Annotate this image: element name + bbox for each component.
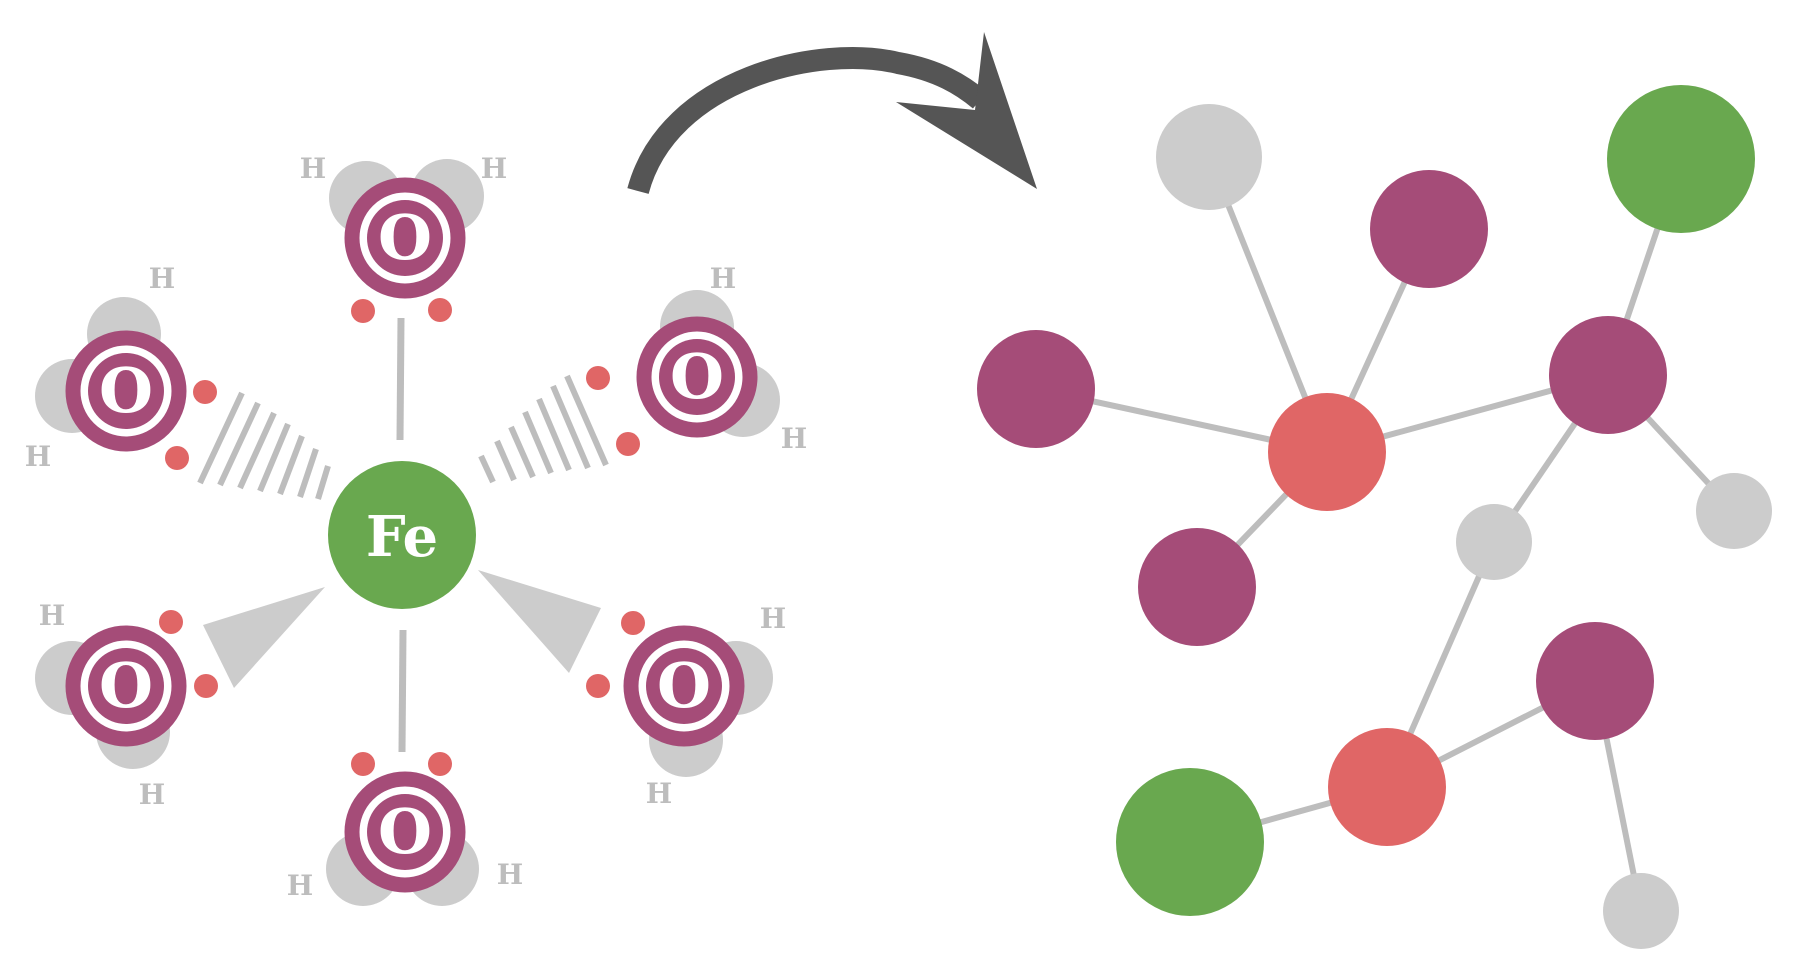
lone-pair-electron xyxy=(351,752,375,776)
network-node-gray xyxy=(1156,104,1262,210)
oxygen-label: O xyxy=(378,795,432,868)
hydrogen-label: H xyxy=(481,152,507,185)
network-node-red xyxy=(1328,728,1446,846)
lone-pair-electron xyxy=(194,674,218,698)
water-ligand-lower-right: O H H xyxy=(586,602,786,810)
curved-arrow-icon xyxy=(627,32,1037,195)
network-node-purple xyxy=(1138,528,1256,646)
bond-top xyxy=(396,317,405,441)
water-ligand-upper-right: O H H xyxy=(586,262,807,456)
water-ligand-top: O H H xyxy=(300,152,507,323)
fe-label: Fe xyxy=(366,504,438,570)
network-node-gray xyxy=(1603,873,1679,949)
oxygen-label: O xyxy=(657,649,711,722)
hydrogen-label: H xyxy=(25,440,51,473)
network-node-purple xyxy=(1549,316,1667,434)
lone-pair-electron xyxy=(586,366,610,390)
network-node-green xyxy=(1116,768,1264,916)
lone-pair-electron xyxy=(159,610,183,634)
bond-bottom xyxy=(398,629,407,753)
network-node-gray xyxy=(1696,473,1772,549)
network-graph xyxy=(977,85,1772,949)
fe-atom: Fe xyxy=(328,461,476,609)
lone-pair-electron xyxy=(165,446,189,470)
network-node-red xyxy=(1268,393,1386,511)
oxygen-label: O xyxy=(99,354,153,427)
water-ligand-bottom: O H H xyxy=(287,752,523,906)
hydrogen-label: H xyxy=(287,869,313,902)
hydrogen-label: H xyxy=(149,262,175,295)
water-ligand-lower-left: O H H xyxy=(35,599,218,811)
lone-pair-electron xyxy=(428,752,452,776)
network-node-purple xyxy=(977,330,1095,448)
hashed-bond-upper-right xyxy=(478,374,609,484)
network-node-purple xyxy=(1536,622,1654,740)
oxygen-label: O xyxy=(378,201,432,274)
hydrogen-label: H xyxy=(300,152,326,185)
hydrogen-label: H xyxy=(710,262,736,295)
hydrogen-label: H xyxy=(760,602,786,635)
network-node-gray xyxy=(1456,504,1532,580)
bonds xyxy=(197,317,609,753)
lone-pair-electron xyxy=(351,299,375,323)
lone-pair-electron xyxy=(193,380,217,404)
hydrogen-label: H xyxy=(497,858,523,891)
lone-pair-electron xyxy=(586,674,610,698)
water-ligand-upper-left: O H H xyxy=(25,262,217,473)
wedge-bond-lower-left xyxy=(203,587,325,688)
network-nodes xyxy=(977,85,1772,949)
hashed-bond-upper-left xyxy=(197,391,331,500)
oxygen-label: O xyxy=(670,340,724,413)
hydrogen-label: H xyxy=(139,778,165,811)
hydrogen-label: H xyxy=(781,422,807,455)
oxygen-label: O xyxy=(99,649,153,722)
fe-complex: Fe O H H O H H xyxy=(25,152,807,906)
lone-pair-electron xyxy=(621,611,645,635)
lone-pair-electron xyxy=(428,298,452,322)
hydrogen-label: H xyxy=(646,777,672,810)
lone-pair-electron xyxy=(616,432,640,456)
wedge-bond-lower-right xyxy=(478,570,601,673)
network-node-purple xyxy=(1370,170,1488,288)
network-node-green xyxy=(1607,85,1755,233)
hydrogen-label: H xyxy=(39,599,65,632)
